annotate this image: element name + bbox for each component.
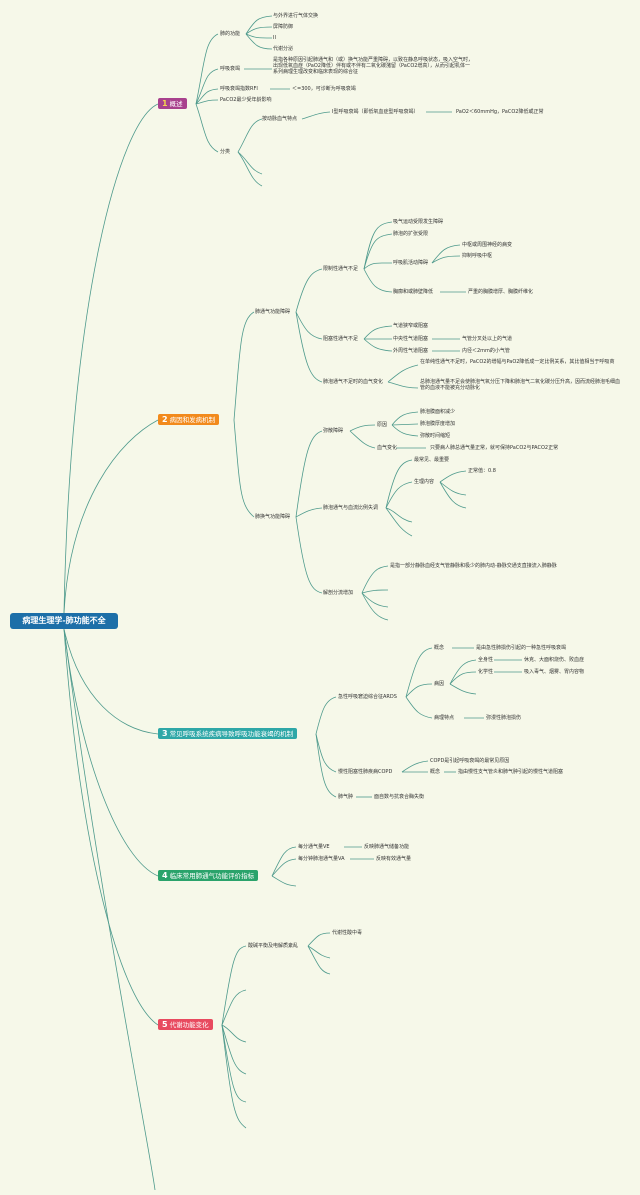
branch-label: 概述 — [169, 100, 183, 108]
node-vq-mismatch[interactable]: 肺泡通气与血流比例失调 — [323, 505, 379, 511]
node-rfi[interactable]: 呼吸衰竭指数RFI — [220, 86, 258, 92]
node-ards-concept-value[interactable]: 是由急性肺损伤引起的一种急性呼吸衰竭 — [476, 645, 567, 651]
node-vq-main[interactable]: 最常见、最重要 — [414, 457, 450, 463]
branch-label: 临床常用肺通气功能评价指标 — [169, 872, 255, 880]
branch-number: 4 — [162, 871, 168, 880]
node-type1[interactable]: I型呼吸衰竭（即低氧血症型呼吸衰竭） — [332, 109, 419, 115]
node-rfi-value[interactable]: ＜=300，可诊断为呼吸衰竭 — [292, 86, 356, 92]
node-emphysema-value[interactable]: 面自数与抗衰合酶失衡 — [374, 794, 425, 800]
node-chest-value[interactable]: 严重的胸膜增厚、胸膜纤维化 — [468, 289, 534, 295]
node-classification[interactable]: 分类 — [220, 149, 231, 155]
node-lung-function[interactable]: 肺的功能 — [220, 31, 241, 37]
node-systemic-value[interactable]: 休克、大面积烧伤、败血症 — [524, 657, 585, 663]
node-paco2[interactable]: PaCO2最少受年龄影响 — [220, 97, 272, 103]
node-chemical-value[interactable]: 吸入毒气、烟雾、胃内容物 — [524, 669, 585, 675]
node-type1-value[interactable]: PaO2＜60mmHg，PaCO2降低或正常 — [456, 109, 544, 115]
node-cause-item[interactable]: 肺泡膜厚度增加 — [420, 421, 456, 427]
node-obstructive-item[interactable]: 中央性气道阻塞 — [393, 336, 429, 342]
node-obstructive-item[interactable]: 气道狭窄或阻塞 — [393, 323, 429, 329]
root-topic[interactable]: 病理生理学-肺功能不全 — [10, 613, 118, 629]
node-va-value[interactable]: 反映有效通气量 — [376, 856, 412, 862]
branch-number: 2 — [162, 415, 168, 424]
node-blood-gas-value[interactable]: 只要病人肺总通气量正常，就可保持PaCO2与PACO2正常 — [430, 445, 559, 451]
branch-number: 1 — [162, 99, 168, 108]
branch-label: 常见呼吸系统疾病导致呼吸功能衰竭的机制 — [169, 730, 294, 738]
node-cause[interactable]: 原因 — [377, 422, 388, 428]
node-respiratory-failure[interactable]: 呼吸衰竭 — [220, 66, 241, 72]
node-obstructive[interactable]: 阻塞性通气不足 — [323, 336, 359, 342]
node-normal-value[interactable]: 正常值：0.8 — [468, 468, 496, 474]
branch-label: 代谢功能变化 — [169, 1021, 209, 1029]
node-ards[interactable]: 急性呼吸窘迫综合征ARDS — [338, 694, 397, 700]
node-copd-concept[interactable]: 概念 — [430, 769, 441, 775]
node-muscle-item[interactable]: 中枢或周围神经的病变 — [462, 242, 513, 248]
node-obstructive-item[interactable]: 外周性气道阻塞 — [393, 348, 429, 354]
node-emphysema[interactable]: 肺气肿 — [338, 794, 354, 800]
node-restrictive-item[interactable]: 吸气运动受限发生障碍 — [393, 219, 444, 225]
node-ve-value[interactable]: 反映肺通气储备功能 — [364, 844, 410, 850]
node-blood-gas-change[interactable]: 肺泡通气不足时的血气变化 — [323, 379, 384, 385]
node-pathology[interactable]: 病理特点 — [434, 715, 455, 721]
branch-number: 5 — [162, 1020, 168, 1029]
node-cause-item[interactable]: 弥散时间缩短 — [420, 433, 451, 439]
node-copd-concept-value[interactable]: 指由慢性支气管炎和肺气肿引起的慢性气道阻塞 — [458, 769, 564, 775]
node-func-item[interactable]: 屏障防御 — [273, 24, 294, 30]
node-rf-definition[interactable]: 是指各种原因引起肺通气和（或）换气功能严重障碍，以致在静息呼吸状态，吸入空气时，… — [273, 57, 474, 75]
node-restrictive-item[interactable]: 肺泡的扩张受限 — [393, 231, 429, 237]
node-peripheral-value[interactable]: 内径＜2mm的小气管 — [462, 348, 510, 354]
node-restrictive-item[interactable]: 呼吸肌活动障碍 — [393, 260, 429, 266]
node-central-value[interactable]: 气管分叉处以上的气道 — [462, 336, 513, 342]
node-physiology[interactable]: 生理内容 — [414, 479, 435, 485]
node-systemic[interactable]: 全身性 — [478, 657, 494, 663]
node-pathology-value[interactable]: 弥漫性肺泡损伤 — [486, 715, 522, 721]
branch-label: 病因和发病机制 — [169, 416, 216, 424]
node-etiology[interactable]: 病因 — [434, 681, 445, 687]
node-func-item[interactable]: 与外界进行气体交换 — [273, 13, 319, 19]
node-acid-base[interactable]: 酸碱平衡及电解质紊乱 — [248, 943, 299, 949]
node-exchange-disorder[interactable]: 肺换气功能障碍 — [255, 514, 291, 520]
node-blood-item[interactable]: 在单纯性通气不足时，PaCO2的增幅与PaO2降低成一定比例关系，其比值相当于呼… — [420, 359, 615, 365]
node-restrictive-item[interactable]: 胸廓和或肺壁降低 — [393, 289, 434, 295]
node-shunt-value[interactable]: 是指一部分静脉血经支气管静脉和极少的肺内动-静脉交通支直接流入肺静脉 — [390, 563, 557, 569]
node-copd[interactable]: 慢性阻塞性肺疾病COPD — [338, 769, 393, 775]
node-ventilation-disorder[interactable]: 肺通气功能障碍 — [255, 309, 291, 315]
node-by-blood-gas[interactable]: 按动脉血气特点 — [262, 116, 298, 122]
node-cause-item[interactable]: 肺泡膜面积减少 — [420, 409, 456, 415]
node-copd-cause[interactable]: COPD是引起呼吸衰竭的最常见原因 — [430, 758, 510, 764]
node-blood-item[interactable]: 总肺泡通气量不足会使肺泡气氧分压下降和肺泡气二氧化碳分压升高，因而流经肺泡毛细血… — [420, 379, 621, 391]
branch-number: 3 — [162, 729, 168, 738]
node-ve[interactable]: 每分通气量VE — [298, 844, 330, 850]
node-va[interactable]: 每分钟肺泡通气量VA — [298, 856, 345, 862]
node-chemical[interactable]: 化学性 — [478, 669, 494, 675]
node-shunt[interactable]: 解剖分流增加 — [323, 590, 354, 596]
node-func-item[interactable]: II — [273, 35, 276, 41]
node-restrictive[interactable]: 限制性通气不足 — [323, 266, 359, 272]
node-diffusion[interactable]: 弥散障碍 — [323, 428, 344, 434]
node-ards-concept[interactable]: 概念 — [434, 645, 445, 651]
node-func-item[interactable]: 代谢分泌 — [273, 46, 294, 52]
node-blood-gas[interactable]: 血气变化 — [377, 445, 398, 451]
node-metabolic-acidosis[interactable]: 代谢性酸中毒 — [332, 930, 363, 936]
node-muscle-item[interactable]: 抑制呼吸中枢 — [462, 253, 493, 259]
